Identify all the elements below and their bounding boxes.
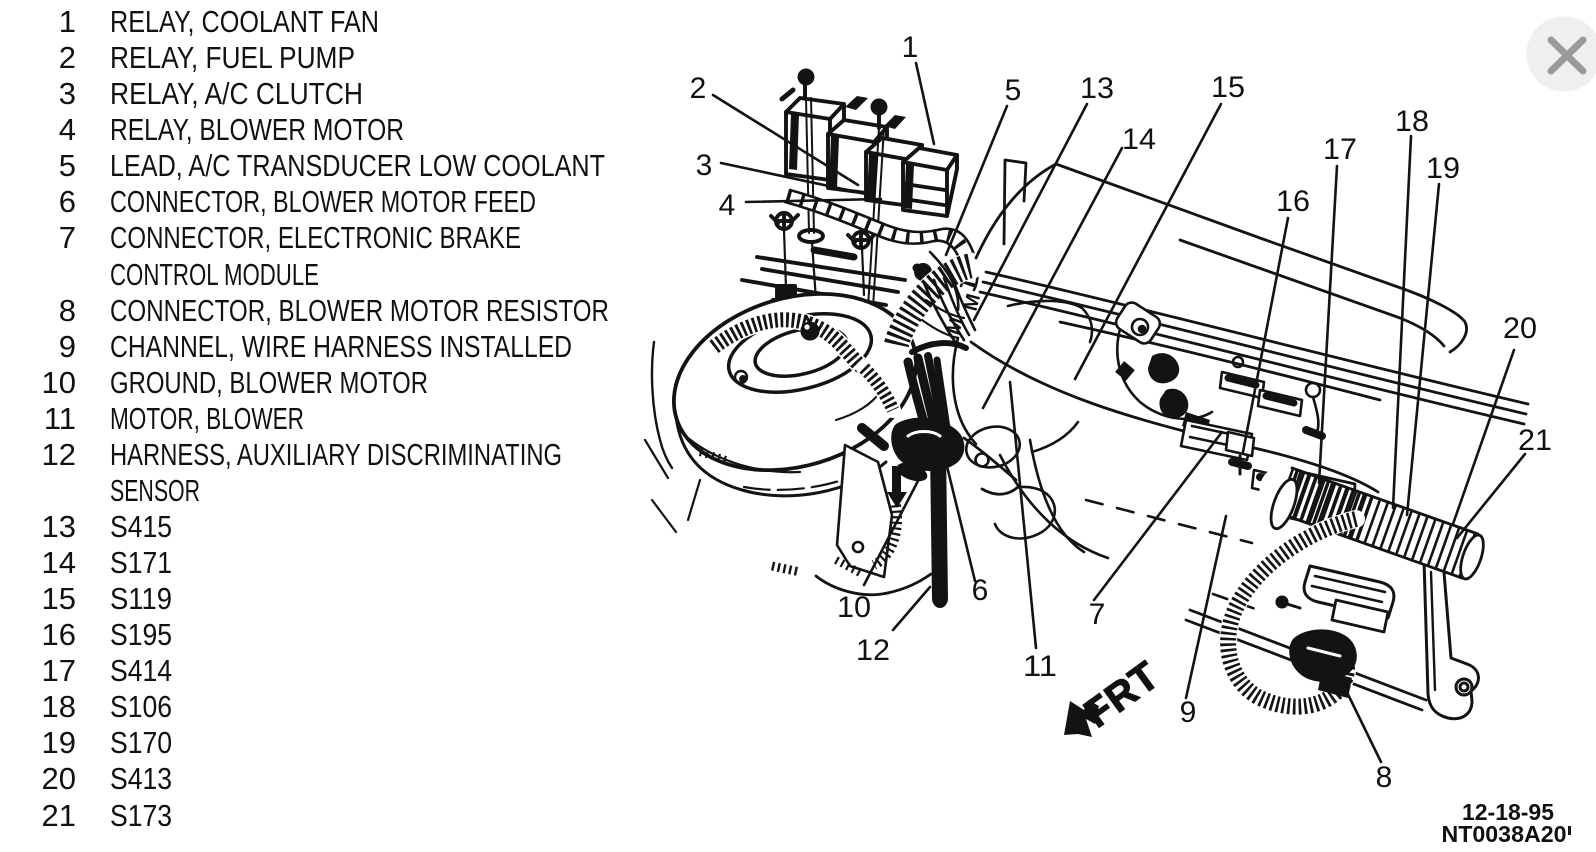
svg-text:20: 20	[1503, 312, 1537, 345]
svg-text:FRT: FRT	[1076, 653, 1167, 736]
svg-text:7: 7	[59, 220, 76, 255]
svg-text:7: 7	[1089, 598, 1106, 631]
svg-text:19: 19	[42, 725, 76, 760]
svg-text:13: 13	[42, 509, 76, 544]
svg-text:1: 1	[902, 31, 919, 64]
svg-text:HARNESS, AUXILIARY DISCRIMINAT: HARNESS, AUXILIARY DISCRIMINATING	[110, 437, 562, 472]
svg-text:GROUND, BLOWER MOTOR: GROUND, BLOWER MOTOR	[110, 365, 428, 400]
svg-text:4: 4	[59, 112, 76, 147]
svg-text:14: 14	[1122, 123, 1156, 156]
svg-text:RELAY, BLOWER MOTOR: RELAY, BLOWER MOTOR	[110, 112, 404, 147]
svg-text:S415: S415	[110, 509, 172, 544]
svg-text:14: 14	[42, 545, 76, 580]
svg-text:MOTOR, BLOWER: MOTOR, BLOWER	[110, 401, 304, 436]
svg-text:16: 16	[42, 617, 76, 652]
svg-text:21: 21	[1518, 424, 1552, 457]
svg-text:CONNECTOR, ELECTRONIC BRAKE: CONNECTOR, ELECTRONIC BRAKE	[110, 220, 521, 255]
svg-text:5: 5	[1005, 74, 1022, 107]
svg-text:S413: S413	[110, 761, 172, 796]
svg-text:17: 17	[1323, 133, 1357, 166]
svg-text:11: 11	[44, 401, 76, 436]
svg-text:4: 4	[719, 189, 736, 222]
svg-text:M: M	[960, 291, 986, 313]
svg-text:17: 17	[42, 653, 76, 688]
svg-text:8: 8	[1376, 761, 1393, 794]
svg-text:18: 18	[42, 689, 76, 724]
svg-text:RELAY, FUEL PUMP: RELAY, FUEL PUMP	[110, 40, 355, 75]
svg-text:SENSOR: SENSOR	[110, 473, 200, 508]
svg-text:20: 20	[42, 761, 76, 796]
svg-text:CHANNEL, WIRE HARNESS INSTALLE: CHANNEL, WIRE HARNESS INSTALLED	[110, 329, 572, 364]
svg-text:9: 9	[59, 329, 76, 364]
svg-text:10: 10	[42, 365, 76, 400]
svg-text:13: 13	[1080, 72, 1114, 105]
svg-text:CONNECTOR, BLOWER MOTOR FEED: CONNECTOR, BLOWER MOTOR FEED	[110, 184, 536, 219]
svg-text:NT0038A20: NT0038A20	[1442, 821, 1567, 847]
svg-text:CONNECTOR, BLOWER MOTOR RESIST: CONNECTOR, BLOWER MOTOR RESISTOR	[110, 293, 609, 328]
svg-text:S170: S170	[110, 725, 172, 760]
svg-text:9: 9	[1180, 696, 1197, 729]
svg-text:S119: S119	[110, 581, 172, 616]
svg-text:21: 21	[42, 798, 76, 833]
svg-text:11: 11	[1023, 650, 1057, 683]
svg-text:2: 2	[59, 40, 76, 75]
svg-text:18: 18	[1395, 105, 1429, 138]
svg-text:S195: S195	[110, 617, 172, 652]
svg-text:12: 12	[856, 634, 890, 667]
svg-text:RELAY, A/C CLUTCH: RELAY, A/C CLUTCH	[110, 76, 363, 111]
svg-text:15: 15	[42, 581, 76, 616]
svg-text:CONTROL MODULE: CONTROL MODULE	[110, 257, 319, 292]
svg-text:3: 3	[696, 149, 713, 182]
svg-text:16: 16	[1276, 185, 1310, 218]
svg-text:6: 6	[972, 574, 989, 607]
svg-text:15: 15	[1211, 71, 1245, 104]
svg-text:RELAY, COOLANT FAN: RELAY, COOLANT FAN	[110, 4, 379, 39]
svg-text:10: 10	[837, 591, 871, 624]
svg-text:1: 1	[59, 4, 76, 39]
svg-text:S171: S171	[110, 545, 172, 580]
svg-text:6: 6	[59, 184, 76, 219]
svg-text:S173: S173	[110, 798, 172, 833]
svg-text:3: 3	[59, 76, 76, 111]
svg-text:S414: S414	[110, 653, 172, 688]
svg-text:12-18-95: 12-18-95	[1462, 799, 1554, 825]
svg-text:8: 8	[59, 293, 76, 328]
svg-text:2: 2	[690, 72, 707, 105]
svg-text:5: 5	[59, 148, 76, 183]
svg-text:19: 19	[1426, 152, 1460, 185]
svg-text:LEAD, A/C TRANSDUCER LOW COOLA: LEAD, A/C TRANSDUCER LOW COOLANT	[110, 148, 605, 183]
svg-text:M: M	[942, 315, 968, 338]
svg-text:12: 12	[42, 437, 76, 472]
svg-text:S106: S106	[110, 689, 172, 724]
